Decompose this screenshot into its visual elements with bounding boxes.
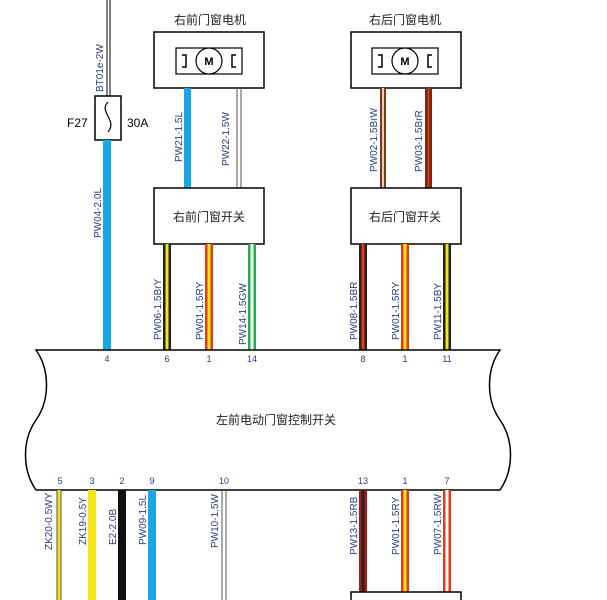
lower-component-box <box>350 591 462 600</box>
motor-right-rear-symbol: M <box>400 56 409 68</box>
wire-pw11: PW11-1.5BY <box>433 244 451 350</box>
pin-top-label: 8 <box>360 354 365 364</box>
motor-right-front-title: 右前门窗电机 <box>174 12 246 27</box>
fuse-body <box>94 95 122 141</box>
motor-right-rear-brushes <box>378 54 432 68</box>
switch-right-rear-title: 右后门窗开关 <box>369 209 441 224</box>
wire-zk20: ZK20-0.5WY <box>44 490 62 600</box>
fuse-rating: 30A <box>127 116 148 130</box>
pin-top-label: 4 <box>104 354 109 364</box>
wire-pw06-label: PW06-1.5BrY <box>153 279 164 340</box>
pin-bottom-label: 3 <box>89 476 94 486</box>
main-switch-title: 左前电动门窗控制开关 <box>216 412 336 427</box>
pin-top-label: 1 <box>206 354 211 364</box>
wire-pw02: PW02-1.5BrW <box>369 88 386 188</box>
wire-pw09: PW09-1.5L <box>138 490 156 600</box>
motor-right-rear-rotor <box>391 47 419 75</box>
wire-pw21-line <box>184 88 191 188</box>
wire-zk19: ZK19-0.5Y <box>78 490 96 600</box>
wire-pw13-stripe <box>361 490 365 600</box>
wire-zk20-stripe <box>57 490 61 600</box>
wire-pw22: PW22-1.5W <box>221 88 242 188</box>
wire-pw07: PW07-1.5RW <box>433 490 451 600</box>
switch-right-front-box <box>153 187 265 245</box>
wire-pw06-stripe <box>165 244 169 350</box>
wire-pw01-c: PW01-1.5RY <box>391 490 409 600</box>
switch-right-rear: 右后门窗开关 <box>350 187 462 245</box>
wire-pw01-c-label: PW01-1.5RY <box>391 496 402 555</box>
wire-zk19-line <box>88 490 96 600</box>
wire-pw08: PW08-1.5BR <box>349 244 367 350</box>
pin-bottom-label: 13 <box>358 476 368 486</box>
wire-pw04-line <box>103 140 111 350</box>
wire-pw11-label: PW11-1.5BY <box>433 283 444 340</box>
pin-bottom-label: 5 <box>57 476 62 486</box>
wire-pw01-a: PW01-1.5RY <box>195 244 213 350</box>
wire-pw04-label: PW04-2.0L <box>93 188 104 238</box>
wire-pw02-label: PW02-1.5BrW <box>369 108 380 172</box>
pin-bottom-label: 7 <box>444 476 449 486</box>
pin-bottom-label: 2 <box>119 476 124 486</box>
wire-pw09-line <box>148 490 156 600</box>
wire-pw21-label: PW21-1.5L <box>174 112 185 162</box>
motor-right-front-rotor <box>195 47 223 75</box>
pin-bottom-label: 9 <box>149 476 154 486</box>
pin-top-label: 6 <box>164 354 169 364</box>
wire-pw01-a-stripe <box>207 244 211 350</box>
wire-pw14: PW14-1.5GW <box>238 244 256 350</box>
wire-pw01-b-label: PW01-1.5RY <box>391 281 402 340</box>
motor-right-rear: 右后门窗电机 M <box>350 12 462 89</box>
wire-pw03-label: PW03-1.5BrR <box>414 110 425 172</box>
pin-top-label: 14 <box>247 354 257 364</box>
wire-e2-label: E2-2.0B <box>108 509 119 545</box>
wire-pw01-b-stripe <box>403 244 407 350</box>
wire-pw21: PW21-1.5L <box>174 88 191 188</box>
motor-right-front: 右前门窗电机 M <box>153 12 265 89</box>
wire-pw08-stripe <box>361 244 365 350</box>
wire-pw01-a-label: PW01-1.5RY <box>195 281 206 340</box>
wire-zk20-label: ZK20-0.5WY <box>44 492 55 550</box>
wire-e2: E2-2.0B <box>108 490 126 600</box>
wire-pw14-stripe <box>250 244 254 350</box>
fuse-name: F27 <box>67 116 88 130</box>
fuse-element <box>104 101 112 133</box>
pin-bottom-label: 10 <box>219 476 229 486</box>
wire-zk19-label: ZK19-0.5Y <box>78 497 89 545</box>
pin-top-label: 1 <box>402 354 407 364</box>
wire-e2-line <box>118 490 126 600</box>
main-switch-body <box>24 349 512 491</box>
main-switch: 左前电动门窗控制开关 4 6 1 14 8 1 11 5 3 2 9 10 13… <box>24 349 512 491</box>
motor-right-front-brushes <box>182 54 236 68</box>
wire-pw07-stripe <box>445 490 449 600</box>
wire-pw13-label: PW13-1.5RB <box>349 496 360 555</box>
wire-pw08-label: PW08-1.5BR <box>349 282 360 340</box>
wire-pw07-label: PW07-1.5RW <box>433 493 444 555</box>
wire-pw10: PW10-1.5W <box>210 490 227 600</box>
switch-right-rear-box <box>350 187 462 245</box>
wire-pw04: PW04-2.0L <box>93 140 111 350</box>
wire-pw11-stripe <box>445 244 449 350</box>
pin-top-label: 11 <box>442 354 451 364</box>
switch-right-front-title: 右前门窗开关 <box>173 209 245 224</box>
pin-bottom-label: 1 <box>402 476 407 486</box>
wire-pw06: PW06-1.5BrY <box>153 244 171 350</box>
motor-right-rear-title: 右后门窗电机 <box>369 12 441 27</box>
wire-pw22-label: PW22-1.5W <box>221 112 232 166</box>
wire-pw09-label: PW09-1.5L <box>138 495 149 545</box>
switch-right-front: 右前门窗开关 <box>153 187 265 245</box>
fuse-f27: BT01e-2W F27 30A <box>67 0 148 141</box>
wire-pw14-label: PW14-1.5GW <box>238 283 249 345</box>
wire-pw01-b: PW01-1.5RY <box>391 244 409 350</box>
motor-right-front-symbol: M <box>204 56 213 68</box>
wire-pw01-c-stripe <box>403 490 407 600</box>
wire-pw03: PW03-1.5BrR <box>414 88 432 188</box>
wire-pw10-label: PW10-1.5W <box>210 494 221 548</box>
wire-pw13: PW13-1.5RB <box>349 490 367 600</box>
feed-wire-label: BT01e-2W <box>95 44 106 92</box>
